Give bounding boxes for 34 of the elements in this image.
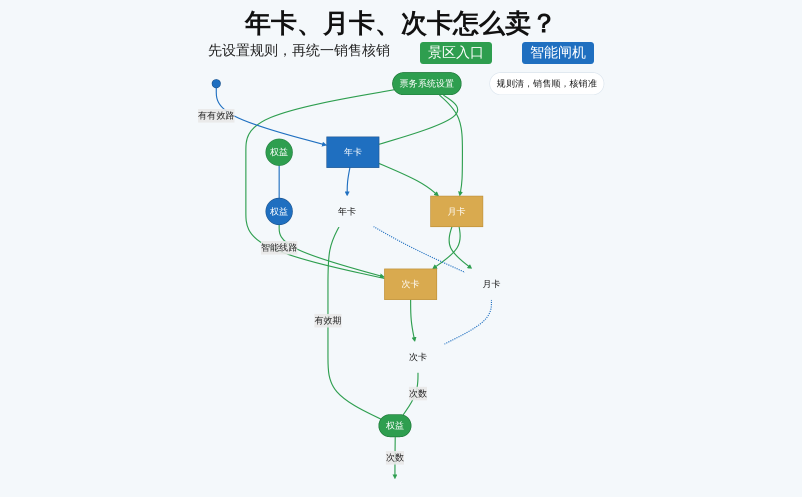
edge-label: 智能线路 [260, 242, 298, 253]
node-box: 年卡 [326, 136, 380, 168]
edge-label: 次数 [408, 388, 428, 399]
node-circle [212, 79, 221, 88]
arrow [216, 88, 327, 146]
arrow [278, 224, 385, 278]
subtitle: 先设置规则，再统一销售核销 [208, 42, 390, 61]
gate-sign: 智能闸机 [522, 42, 594, 64]
edge-label: 有效期 [314, 315, 342, 326]
entrance-sign: 景区入口 [420, 42, 492, 64]
connector [373, 226, 466, 273]
node-text: 年卡 [338, 206, 356, 217]
arrow [344, 167, 350, 196]
arrow [410, 300, 416, 342]
node-text: 月卡 [482, 278, 501, 290]
arrow [392, 437, 398, 480]
node-box: 月卡 [430, 196, 484, 228]
node-circle: 权益 [266, 198, 293, 226]
edge-label: 有有效路 [198, 110, 234, 121]
arrow [378, 162, 439, 196]
arrow [439, 94, 463, 196]
connector [278, 166, 280, 198]
connector [327, 226, 382, 420]
connector [402, 372, 419, 416]
title: 年卡、月卡、次卡怎么卖？ [244, 8, 558, 41]
edge-label: 次数 [386, 452, 404, 463]
arrow [448, 226, 472, 270]
connector [378, 94, 458, 145]
node-circle: 权益 [266, 138, 293, 166]
connector [245, 89, 395, 280]
node-box: 次卡 [384, 268, 438, 300]
arrow [432, 226, 461, 270]
node-text: 次卡 [408, 351, 428, 362]
connector [444, 300, 492, 345]
